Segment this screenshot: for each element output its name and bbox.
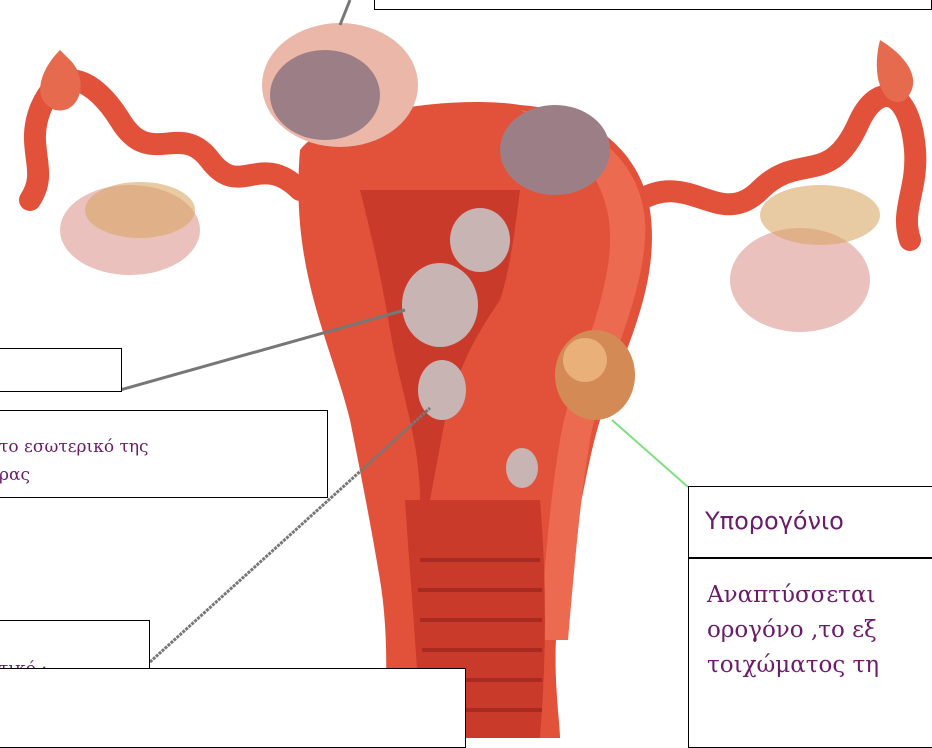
right-desc-line1: Αναπτύσσεται xyxy=(707,579,876,611)
mid-left-desc-line2: ρας xyxy=(0,465,30,485)
right-desc-line2: ορογόνο ,το εξ xyxy=(707,614,877,646)
label-box-top xyxy=(374,0,932,10)
label-box-mid-left-description: το εσωτερικό της ρας xyxy=(0,410,328,498)
right-desc-line3: τοιχώματος τη xyxy=(707,649,879,681)
right-ovary-inner xyxy=(760,185,880,245)
label-box-right-description: Αναπτύσσεται ορογόνο ,το εξ τοιχώματος τ… xyxy=(688,558,932,748)
fibroid-cervical xyxy=(506,448,538,488)
leader-line-right xyxy=(612,420,688,487)
label-box-bottom-left-description xyxy=(0,668,466,748)
fibroid-pedunculated-highlight xyxy=(563,338,607,382)
right-heading: Υπορογόνιο xyxy=(705,507,844,535)
fibroid-submucosal-1 xyxy=(450,208,510,272)
fibroid-intramural-top xyxy=(500,105,610,195)
left-fimbriae xyxy=(40,50,80,110)
fibroid-submucosal-2 xyxy=(402,263,478,347)
leader-line-top xyxy=(340,0,350,25)
mid-left-desc-line1: το εσωτερικό της xyxy=(0,437,149,457)
label-box-right-heading: Υπορογόνιο xyxy=(688,486,932,558)
fibroid-subserosal-top-core xyxy=(270,50,380,140)
label-box-mid-left-heading xyxy=(0,348,122,392)
right-ovary xyxy=(730,228,870,332)
left-ovary-inner xyxy=(85,182,195,238)
